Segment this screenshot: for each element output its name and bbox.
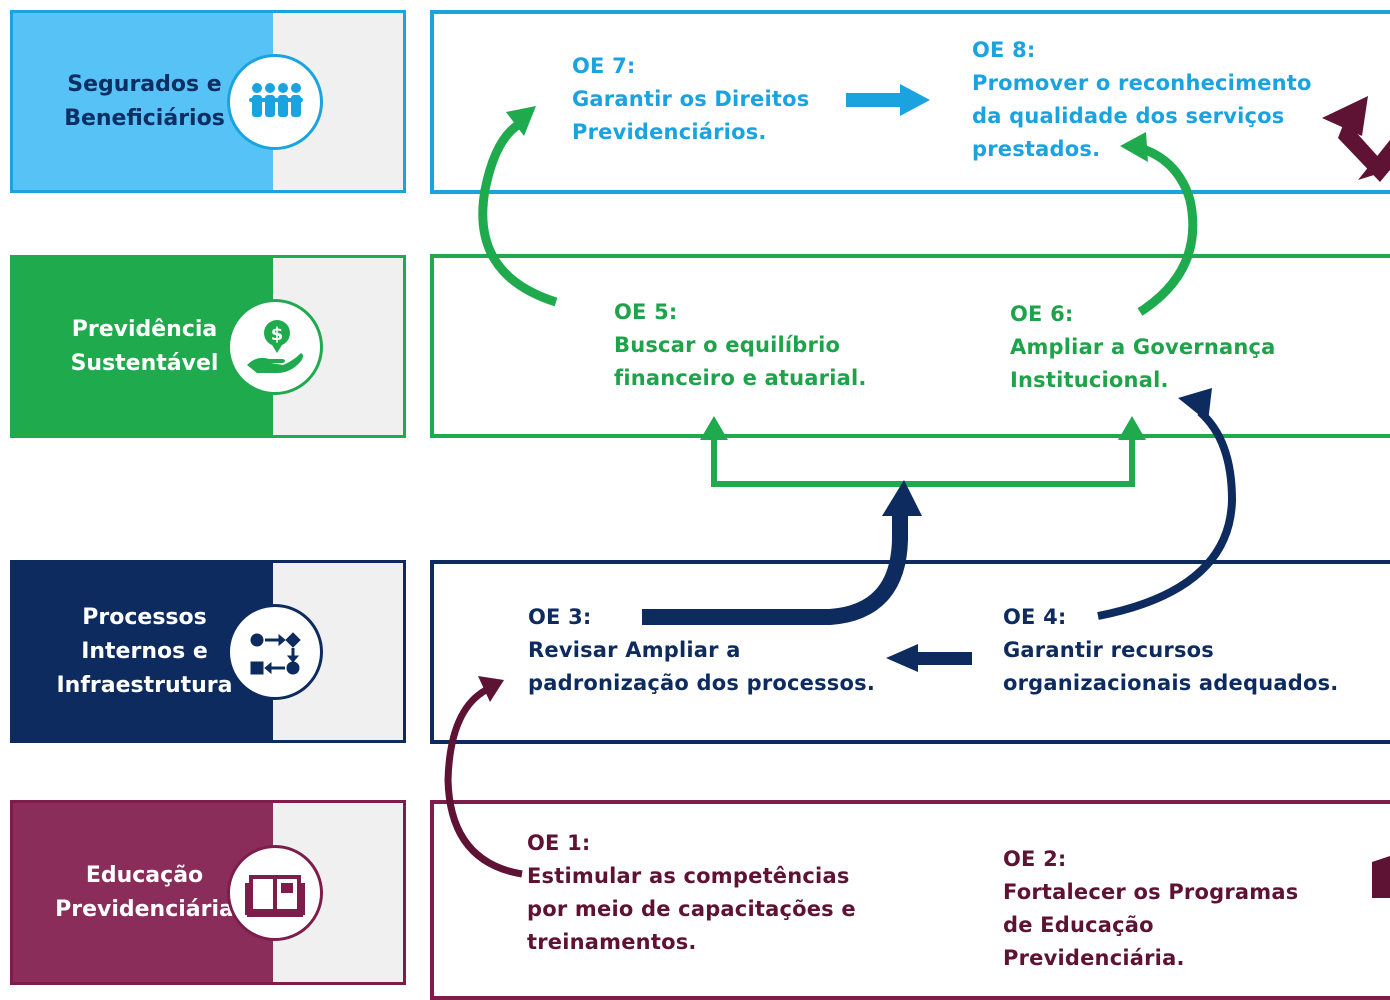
arrow-maroon-right-top — [1322, 96, 1390, 182]
objective-title: OE 7: — [572, 54, 636, 78]
objective-line: por meio de capacitações e — [527, 897, 856, 921]
objective-title: OE 2: — [1003, 847, 1067, 871]
label-line: Segurados e — [67, 71, 222, 97]
label-line: Processos — [82, 604, 207, 630]
label-line: Previdenciária — [55, 896, 234, 922]
arrow-oe1-oe3 — [444, 676, 523, 878]
objective-line: financeiro e atuarial. — [614, 366, 867, 390]
people-group-icon — [227, 53, 323, 150]
objective-line: Ampliar a Governança — [1010, 335, 1276, 359]
label-line: Internos e — [81, 638, 208, 664]
objective-oe4: OE 4: Garantir recursos organizacionais … — [1003, 601, 1338, 700]
money-hand-icon: $ — [227, 298, 323, 395]
arrow-oe4-oe3 — [886, 644, 972, 672]
objective-line: Revisar Ampliar a — [528, 638, 741, 662]
objective-line: Fortalecer os Programas — [1003, 880, 1299, 904]
objective-oe6: OE 6: Ampliar a Governança Institucional… — [1010, 298, 1276, 397]
objective-oe8: OE 8: Promover o reconhecimento da quali… — [972, 34, 1312, 166]
objective-line: Previdenciária. — [1003, 946, 1185, 970]
row-previdencia — [430, 254, 1390, 438]
objective-line: Promover o reconhecimento — [972, 71, 1312, 95]
row-educacao — [430, 800, 1390, 1000]
process-flow-icon — [227, 603, 323, 700]
objective-line: Garantir recursos — [1003, 638, 1214, 662]
label-line: Beneficiários — [64, 105, 225, 131]
book-icon — [227, 844, 323, 941]
objective-line: prestados. — [972, 137, 1101, 161]
label-line: Infraestrutura — [56, 672, 233, 698]
arrow-oe4-oe6 — [1097, 388, 1237, 620]
label-line: Sustentável — [70, 350, 219, 376]
objective-line: treinamentos. — [527, 930, 697, 954]
arrow-bracket-green — [700, 416, 1146, 487]
objective-oe1: OE 1: Estimular as competências por meio… — [527, 827, 856, 959]
objective-title: OE 6: — [1010, 302, 1074, 326]
perspective-segurados: Segurados e Beneficiários — [10, 10, 406, 193]
objective-title: OE 4: — [1003, 605, 1067, 629]
objective-line: Institucional. — [1010, 368, 1169, 392]
objective-line: Buscar o equilíbrio — [614, 333, 841, 357]
arrow-oe6-oe8 — [1120, 132, 1198, 316]
objective-oe7: OE 7: Garantir os Direitos Previdenciári… — [572, 50, 809, 149]
objective-line: Garantir os Direitos — [572, 87, 810, 111]
objective-line: Previdenciários. — [572, 120, 767, 144]
arrow-oe3-up — [642, 480, 922, 625]
objective-line: padronização dos processos. — [528, 671, 875, 695]
objective-line: de Educação — [1003, 913, 1154, 937]
objective-oe2: OE 2: Fortalecer os Programas de Educaçã… — [1003, 843, 1298, 975]
objective-oe5: OE 5: Buscar o equilíbrio financeiro e a… — [614, 296, 867, 395]
objective-title: OE 8: — [972, 38, 1036, 62]
objective-title: OE 3: — [528, 605, 592, 629]
arrow-maroon-right-bottom — [1372, 856, 1390, 898]
label-line: Previdência — [71, 316, 218, 342]
arrow-oe7-oe8 — [846, 84, 930, 116]
objective-title: OE 5: — [614, 300, 678, 324]
objective-line: da qualidade dos serviços — [972, 104, 1285, 128]
objective-title: OE 1: — [527, 831, 591, 855]
arrow-oe5-oe7 — [478, 106, 558, 307]
label-line: Educação — [85, 862, 204, 888]
objective-oe3: OE 3: Revisar Ampliar a padronização dos… — [528, 601, 875, 700]
svg-text:$: $ — [271, 324, 284, 345]
objective-line: organizacionais adequados. — [1003, 671, 1339, 695]
objective-line: Estimular as competências — [527, 864, 850, 888]
